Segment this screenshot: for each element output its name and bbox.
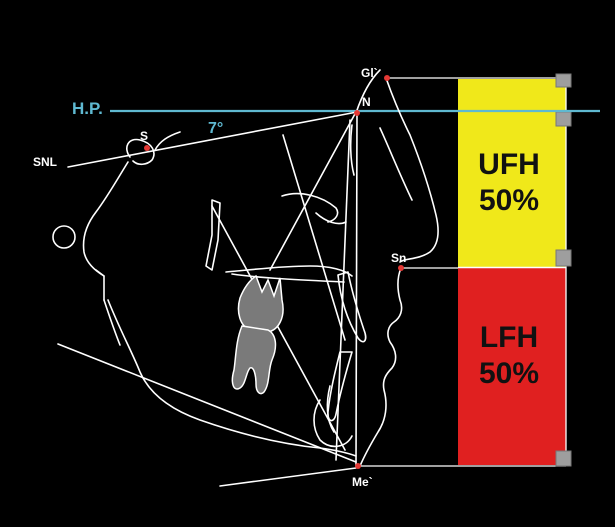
me-point — [355, 463, 361, 469]
sn-line — [67, 111, 358, 168]
me-label: Me` — [352, 475, 373, 489]
ufh-label: UFH — [478, 148, 540, 181]
handle-bottom[interactable] — [555, 450, 572, 467]
n-label: N — [362, 95, 371, 109]
s-label: S — [140, 129, 148, 143]
reference-lines — [358, 77, 567, 467]
snl-label: SNL — [33, 155, 57, 169]
handle-hp[interactable] — [555, 111, 572, 127]
lower-molar — [231, 325, 277, 395]
ufh-percent: 50% — [479, 184, 539, 217]
molars — [231, 274, 284, 395]
upper-incisor — [337, 271, 367, 343]
skull-tracing — [52, 69, 439, 487]
hp-label: H.P. — [72, 99, 103, 118]
sn-point — [398, 265, 404, 271]
lfh-label: LFH — [480, 321, 538, 354]
sella-outline — [126, 138, 155, 166]
handle-sn[interactable] — [555, 249, 572, 267]
gl-point — [384, 75, 390, 81]
n-point — [354, 110, 360, 116]
lfh-percent: 50% — [479, 357, 539, 390]
n-me-line — [355, 111, 358, 467]
s-point — [144, 145, 150, 151]
proportion-panels: UFH 50% LFH 50% — [458, 79, 566, 465]
lower-incisor — [327, 351, 353, 422]
gl-label: Gl` — [361, 66, 378, 80]
landmark-labels: Gl` N S SNL Sn Me` — [33, 66, 406, 489]
handle-top[interactable] — [555, 73, 572, 88]
measurement-handles — [555, 73, 572, 467]
sn-label: Sn — [391, 251, 406, 265]
lfh-panel — [458, 268, 566, 465]
angle-label: 7° — [208, 120, 223, 137]
landmark-dots — [144, 75, 404, 469]
